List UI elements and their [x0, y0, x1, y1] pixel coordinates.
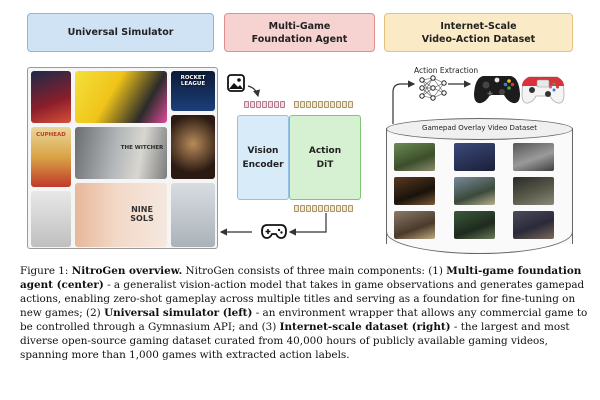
game-tile-nine-sols: NINE SOLS: [75, 183, 167, 247]
action-dit-box: Action DiT: [289, 115, 361, 200]
header-universal-simulator-text: Universal Simulator: [67, 27, 174, 38]
caption-text-3: - an environment wrapper that allows any…: [20, 307, 588, 333]
action-tokens-top: [294, 101, 353, 108]
game-tile-rocket-league: ROCKET LEAGUE: [171, 71, 215, 111]
header-dataset: Internet-Scale Video-Action Dataset: [384, 13, 573, 52]
caption-bold-1: Multi-game foundation agent (center): [20, 265, 582, 291]
action-extraction-label: Action Extraction: [414, 66, 479, 75]
figure-caption: Figure 1: NitroGen overview. NitroGen co…: [20, 264, 588, 362]
header-foundation-agent-line1: Multi-Game: [268, 20, 331, 32]
game-tile-6: [31, 191, 71, 247]
witcher-title: THE WITCHER: [120, 145, 164, 151]
vision-encoder-line2: Encoder: [242, 159, 284, 170]
caption-bold-2: Universal simulator (left): [104, 307, 253, 319]
header-foundation-agent: Multi-Game Foundation Agent: [224, 13, 375, 52]
arrow-image-to-tokens: [247, 85, 261, 98]
dataset-label: Gamepad Overlay Video Dataset: [422, 124, 537, 132]
game-cover-grid: ROCKET LEAGUE CUPHEAD THE WITCHER NINE S…: [27, 67, 218, 249]
cuphead-title: CUPHEAD: [36, 132, 66, 138]
playstation-controller-icon: [521, 76, 565, 104]
xbox-controller-icon: [474, 76, 520, 104]
nine-sols-title: NINE SOLS: [130, 205, 154, 223]
dataset-thumb-8: [454, 211, 495, 239]
diagram-arrows: [219, 80, 472, 236]
gamepad-icon: [261, 224, 287, 239]
database-icon: Gamepad Overlay Video Dataset: [386, 118, 573, 254]
dataset-thumb-6: [513, 177, 554, 205]
game-tile-cuphead: CUPHEAD: [31, 127, 71, 187]
dataset-thumb-3: [513, 143, 554, 171]
dataset-thumb-9: [513, 211, 554, 239]
image-tokens: [244, 101, 285, 108]
action-tokens-bottom: [294, 205, 353, 212]
game-tile-5: [171, 115, 215, 179]
action-dit-line2: DiT: [316, 159, 334, 170]
dataset-thumb-4: [394, 177, 435, 205]
dataset-thumb-1: [394, 143, 435, 171]
caption-text-1: NitroGen consists of three main componen…: [185, 265, 443, 277]
neural-net-icon: [419, 75, 447, 101]
caption-bold-3: Internet-scale dataset (right): [279, 321, 451, 333]
rocket-league-title: ROCKET LEAGUE: [180, 75, 206, 87]
header-foundation-agent-line2: Foundation Agent: [251, 33, 348, 45]
game-tile-witcher: THE WITCHER: [75, 127, 167, 179]
header-universal-simulator: Universal Simulator: [27, 13, 214, 52]
game-tile-2: [75, 71, 167, 123]
vision-encoder-line1: Vision: [247, 145, 279, 156]
caption-figure-label: Figure 1:: [20, 265, 69, 277]
action-dit-line1: Action: [308, 145, 342, 156]
header-dataset-line1: Internet-Scale: [440, 20, 517, 32]
caption-text-4: - the largest and most diverse open-sour…: [20, 321, 570, 361]
game-tile-8: [171, 183, 215, 247]
vision-encoder-box: Vision Encoder: [237, 115, 289, 200]
caption-title: NitroGen overview.: [71, 265, 183, 277]
arrow-dit-to-gamepad: [288, 213, 327, 236]
dataset-thumb-2: [454, 143, 495, 171]
dataset-thumb-5: [454, 177, 495, 205]
caption-text-2: - a generalist vision-action model that …: [20, 279, 585, 319]
arrow-dataset-to-extraction: [392, 80, 416, 124]
dataset-thumb-7: [394, 211, 435, 239]
image-icon: [227, 74, 245, 92]
game-tile-1: [31, 71, 71, 123]
header-dataset-line2: Video-Action Dataset: [421, 33, 536, 45]
